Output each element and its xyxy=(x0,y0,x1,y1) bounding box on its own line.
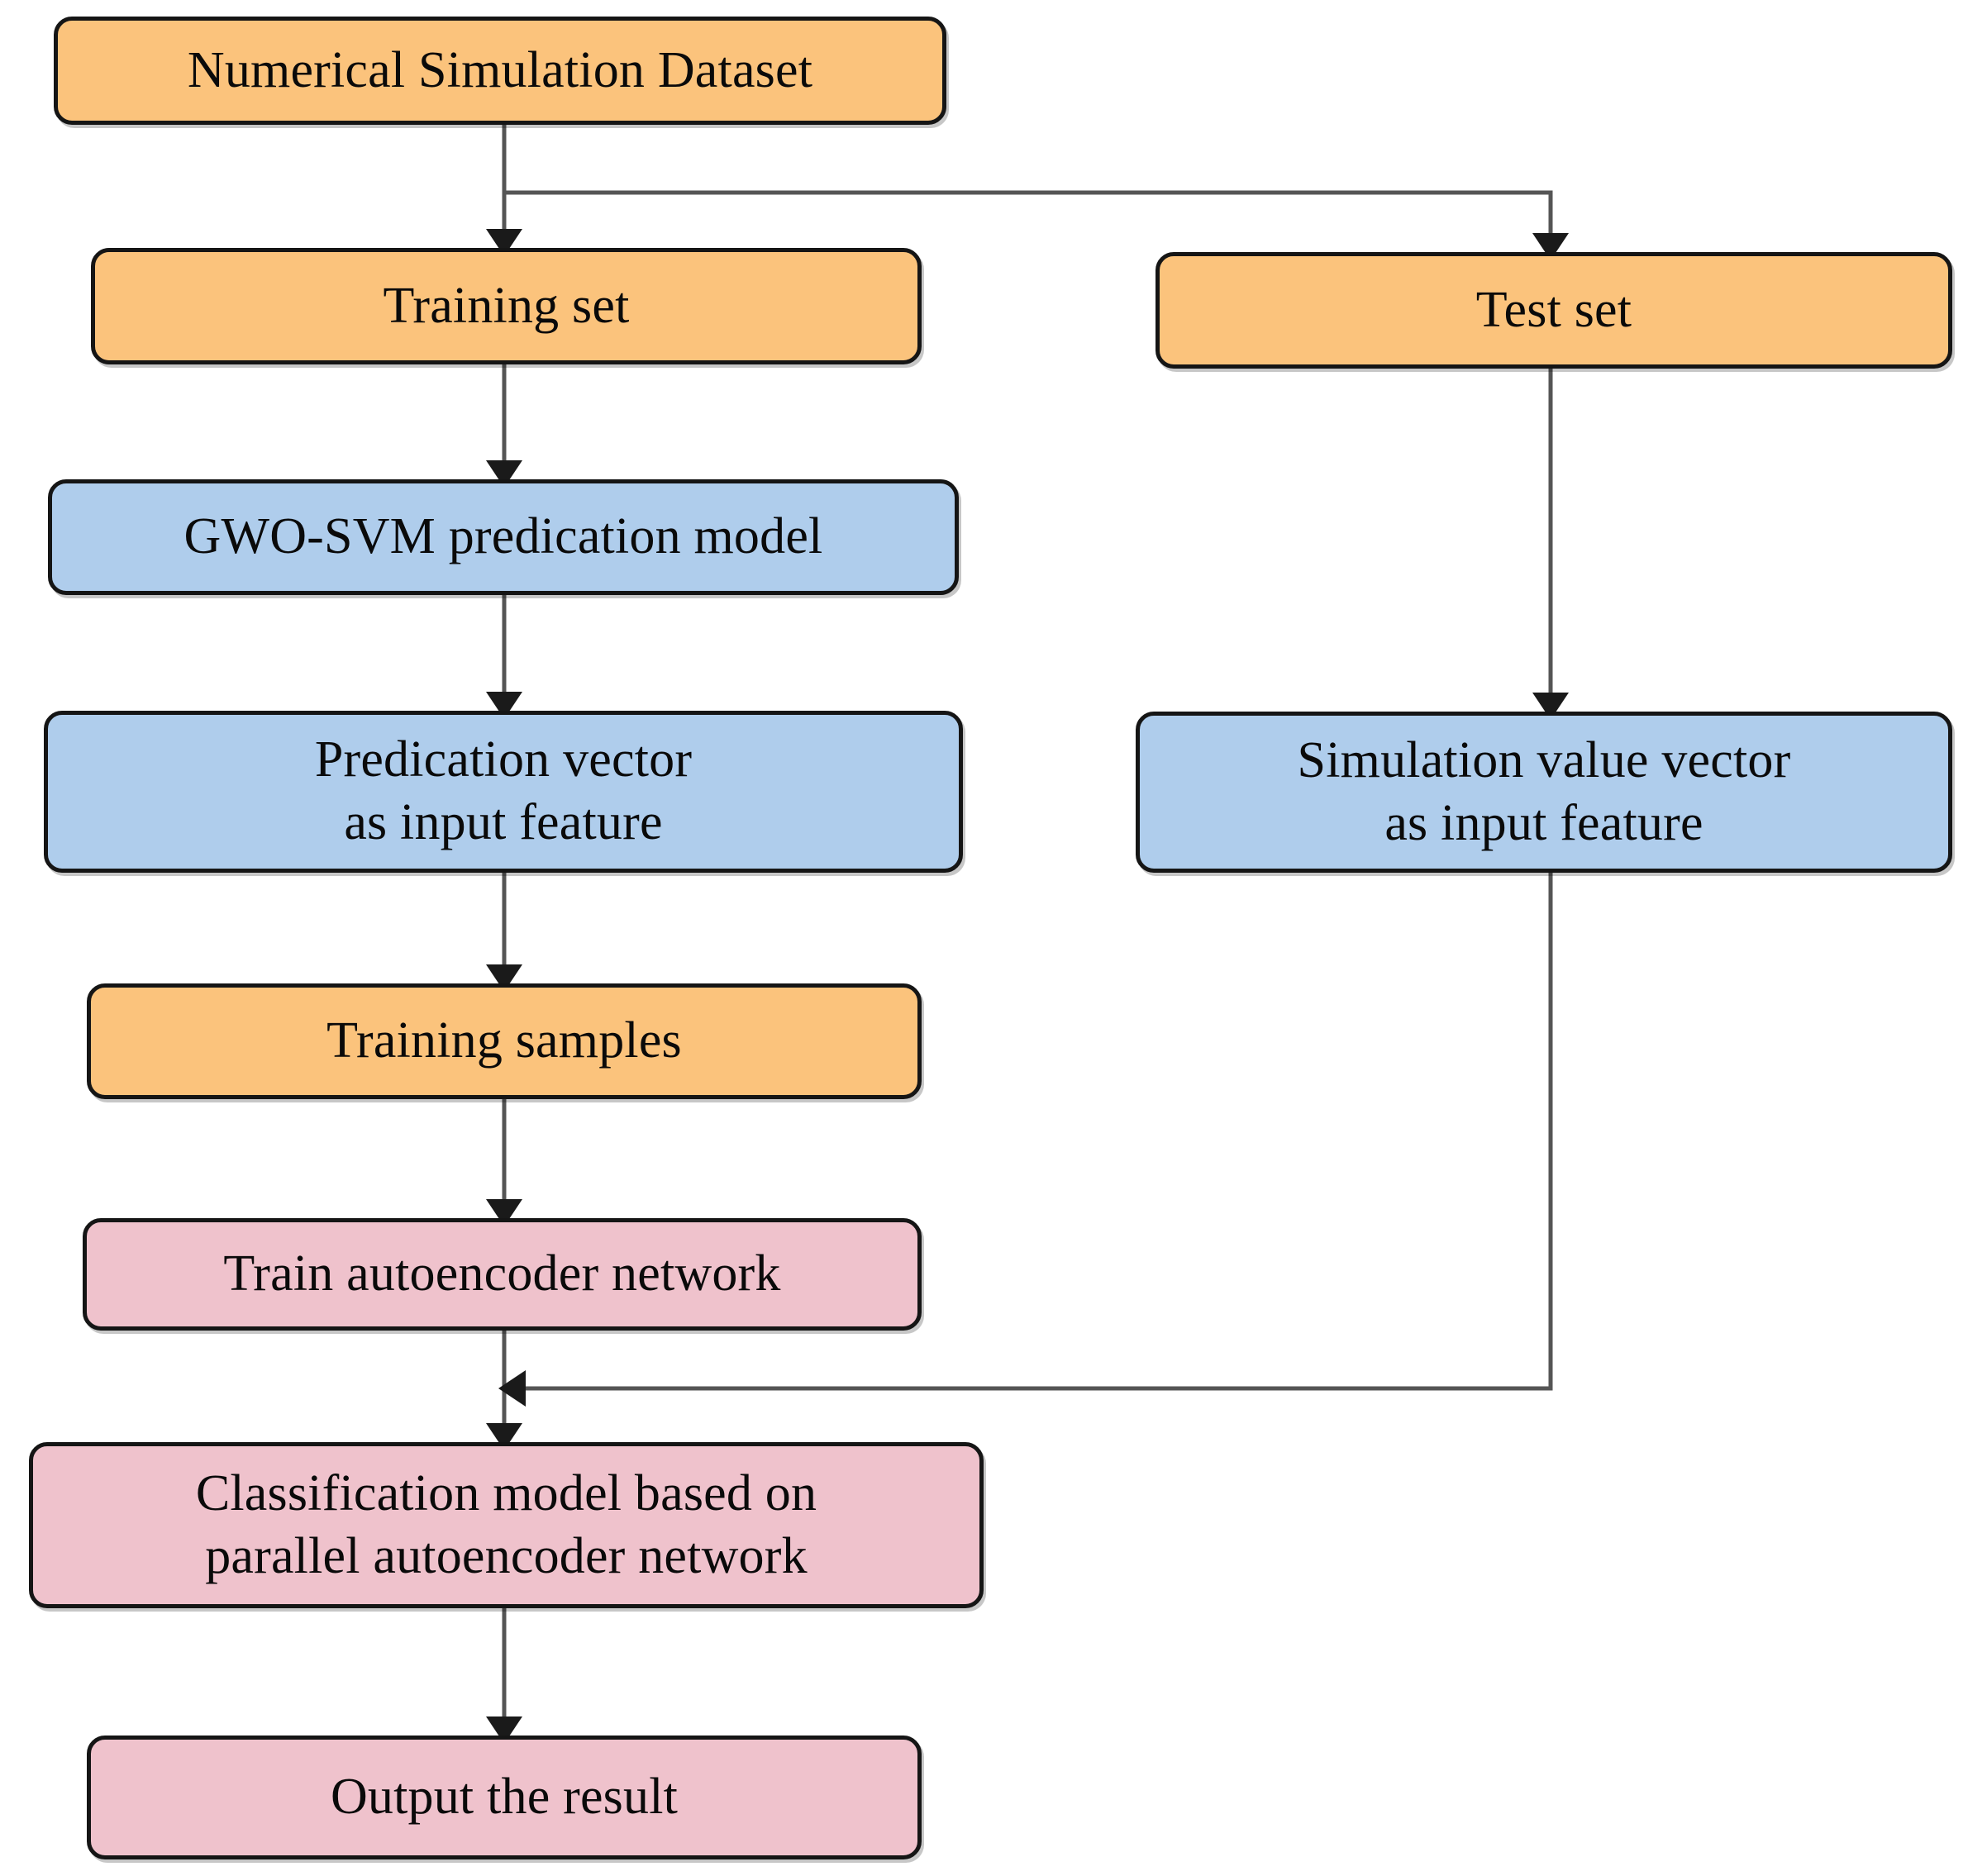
node-label: Training samples xyxy=(326,1012,682,1069)
node-label: Predication vector as input feature xyxy=(314,731,693,850)
node-numerical-simulation-dataset[interactable]: Numerical Simulation Dataset xyxy=(54,17,946,125)
node-gwo-svm-predication-model[interactable]: GWO-SVM predication model xyxy=(48,479,959,595)
node-predication-vector-input-feature[interactable]: Predication vector as input feature xyxy=(44,711,963,873)
node-classification-model-parallel-autoencoder[interactable]: Classification model based on parallel a… xyxy=(29,1442,984,1608)
node-label: Numerical Simulation Dataset xyxy=(187,41,813,98)
node-label: Output the result xyxy=(330,1769,679,1826)
node-train-autoencoder-network[interactable]: Train autoencoder network xyxy=(83,1218,922,1331)
edge-dataset-to-test-set xyxy=(504,190,1569,260)
node-label: Train autoencoder network xyxy=(223,1245,781,1302)
node-label: Test set xyxy=(1475,281,1632,338)
node-test-set[interactable]: Test set xyxy=(1156,252,1952,369)
node-output-the-result[interactable]: Output the result xyxy=(87,1736,922,1859)
node-label: Classification model based on parallel a… xyxy=(195,1464,817,1584)
node-label: Training set xyxy=(383,277,630,334)
node-simulation-value-vector-input-feature[interactable]: Simulation value vector as input feature xyxy=(1136,712,1952,873)
node-label: Simulation value vector as input feature xyxy=(1297,731,1791,851)
node-training-set[interactable]: Training set xyxy=(91,248,922,364)
node-label: GWO-SVM predication model xyxy=(183,508,823,565)
node-training-samples[interactable]: Training samples xyxy=(87,983,922,1099)
